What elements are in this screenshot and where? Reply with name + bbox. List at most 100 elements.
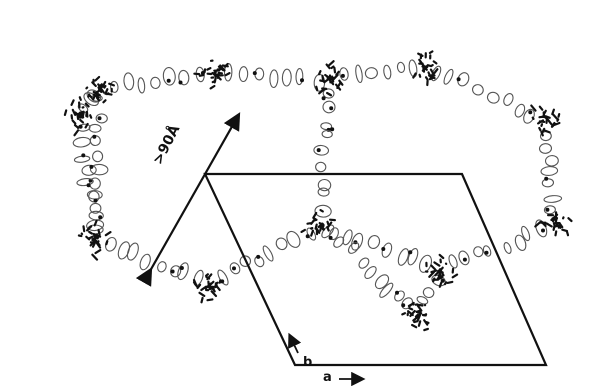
hub-stroke <box>431 266 435 270</box>
helix-coil <box>355 65 364 83</box>
hub-stroke <box>314 220 317 221</box>
helix-coil <box>393 289 407 303</box>
helix-coil <box>314 145 329 156</box>
hub-stroke <box>402 313 405 314</box>
helix-coil <box>408 59 418 77</box>
hub-stroke <box>103 100 105 102</box>
axis-b-arrow <box>290 336 298 353</box>
hub-stroke <box>328 222 329 225</box>
hub-stroke <box>319 71 320 74</box>
hub-stroke <box>556 231 557 235</box>
helix-coil <box>282 69 291 86</box>
helix-coil <box>447 254 458 269</box>
helix-coil <box>513 234 528 252</box>
hub-stroke <box>86 237 89 240</box>
hub-stroke <box>217 286 220 290</box>
residue-dot <box>329 106 333 110</box>
hub-stroke <box>434 262 439 265</box>
hub-stroke <box>562 230 567 231</box>
helix-coil <box>216 269 230 287</box>
hub-stroke <box>321 210 323 211</box>
residue-dot <box>408 250 412 254</box>
hub-stroke <box>316 87 317 91</box>
hub-stroke <box>320 223 321 224</box>
residue-dot <box>485 251 489 255</box>
residue-dot <box>544 177 548 181</box>
hub-stroke <box>200 293 205 296</box>
hub-stroke <box>104 86 105 88</box>
helix-coil <box>156 260 167 273</box>
hub-stroke <box>559 114 560 117</box>
hub-stroke <box>79 116 83 118</box>
hub-stroke <box>75 131 78 136</box>
hub-stroke <box>409 308 412 309</box>
hub-stroke <box>556 218 557 219</box>
residue-dot <box>545 208 549 212</box>
helix-coil <box>116 240 132 260</box>
helix-coil <box>539 143 552 154</box>
hub-stroke <box>220 280 221 282</box>
helix-coil <box>471 83 485 97</box>
hub-stroke <box>430 51 433 53</box>
hub-stroke <box>216 283 218 284</box>
helix-coil <box>486 90 501 105</box>
hub-stroke <box>93 96 95 100</box>
hub-stroke <box>308 223 311 224</box>
helix-coil <box>339 67 349 81</box>
hub-stroke <box>73 121 76 124</box>
hub-stroke <box>80 120 83 122</box>
hub-stroke <box>431 271 436 272</box>
hub-stroke <box>213 72 216 74</box>
axis-b-label: b <box>303 355 312 370</box>
residue-dot <box>457 77 461 81</box>
helix-coil <box>544 195 562 203</box>
hub-stroke <box>552 126 553 127</box>
hub-stroke <box>92 255 97 260</box>
hub-stroke <box>412 325 416 327</box>
hub-stroke <box>431 65 432 66</box>
helix-coil <box>150 77 161 89</box>
hub-stroke <box>419 321 420 326</box>
hub-stroke <box>419 60 421 63</box>
hub-stroke <box>86 88 87 89</box>
residue-dot <box>329 236 333 240</box>
residue-dot <box>171 270 175 274</box>
hub-stroke <box>434 61 437 63</box>
hub-stroke <box>548 120 551 124</box>
helix-coil <box>503 242 513 255</box>
hub-stroke <box>547 224 551 227</box>
hub-stroke <box>213 289 214 290</box>
residue-dot <box>92 135 96 139</box>
residue-dot <box>94 199 98 203</box>
hub-stroke <box>208 299 213 300</box>
residue-dot <box>256 255 260 259</box>
hub-stroke <box>329 94 331 95</box>
hub-stroke <box>106 232 111 235</box>
residue-dot <box>180 266 184 270</box>
hub-stroke <box>568 218 571 221</box>
helix-coil <box>296 68 303 84</box>
residue-dot <box>401 303 405 307</box>
hub-stroke <box>323 76 324 80</box>
hub-stroke <box>107 93 108 94</box>
helix-coil <box>397 62 406 73</box>
helix-coil <box>123 72 134 90</box>
residue-dot <box>253 71 257 75</box>
hub-stroke <box>334 68 335 73</box>
helix-coil <box>442 68 455 85</box>
hub-stroke <box>546 116 550 118</box>
helix-coil <box>270 70 279 88</box>
helix-coil <box>365 67 379 80</box>
protein-network <box>65 51 572 330</box>
hub-stroke <box>320 81 324 82</box>
hub-stroke <box>332 67 334 69</box>
hub-stroke <box>324 79 328 82</box>
hub-stroke <box>202 298 203 302</box>
hub-stroke <box>418 305 422 306</box>
hub-stroke <box>557 119 558 121</box>
helix-coil <box>541 166 558 176</box>
residue-dot <box>167 79 171 83</box>
hub-stroke <box>65 110 66 115</box>
hub-stroke <box>207 68 210 70</box>
